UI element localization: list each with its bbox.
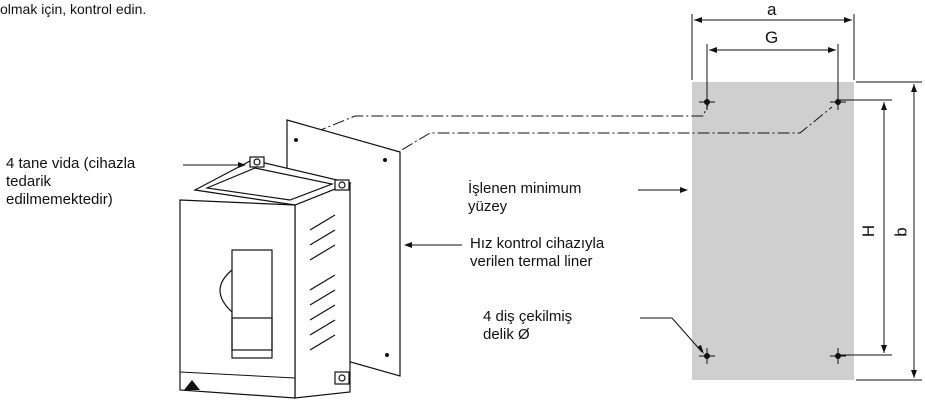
dimension-a: [691, 14, 855, 80]
hole-bottom-left: [699, 348, 715, 364]
screws-label: 4 tane vida (cihazla tedarik edilmemekte…: [6, 155, 135, 209]
plate-hole: [385, 353, 389, 357]
dimension-b: [856, 81, 922, 381]
min-surface-label-line-1: İşlenen minimum: [468, 180, 582, 197]
hole-bottom-right: [830, 348, 846, 364]
thermal-liner-label-line-2: verilen termal liner: [470, 253, 593, 270]
tapped-holes-label: 4 diş çekilmiş delik Ø: [483, 308, 572, 344]
thermal-liner-label: Hız kontrol cihazıyla verilen termal lin…: [470, 235, 604, 271]
min-surface-label: İşlenen minimum yüzey: [468, 180, 581, 216]
screws-label-line-1: 4 tane vida (cihazla: [6, 155, 136, 172]
thermal-liner-label-line-1: Hız kontrol cihazıyla: [470, 235, 605, 252]
dimension-label-b: b: [891, 227, 911, 237]
plate-hole: [294, 138, 298, 142]
screws-label-line-3: edilmemektedir): [6, 191, 113, 208]
dimension-g: [706, 44, 839, 102]
tapped-holes-label-line-2: delik Ø: [483, 326, 530, 343]
tapped-holes: [699, 94, 846, 364]
hole-top-right: [830, 94, 846, 110]
plate-hole: [383, 158, 387, 162]
machined-surface: [692, 82, 854, 380]
dimension-label-h: H: [859, 224, 879, 238]
leader-lines: [183, 162, 704, 354]
intro-text: olmak için, kontrol edin.: [0, 1, 147, 17]
speed-drive-device: [179, 156, 352, 399]
dimension-h: [840, 99, 892, 356]
tapped-holes-label-line-1: 4 diş çekilmiş: [483, 308, 573, 325]
dimension-label-a: a: [767, 0, 777, 19]
min-surface-label-line-2: yüzey: [468, 198, 508, 215]
projection-lines: [295, 104, 833, 161]
dimension-label-g: G: [765, 28, 779, 47]
screws-label-line-2: tedarik: [6, 173, 52, 190]
